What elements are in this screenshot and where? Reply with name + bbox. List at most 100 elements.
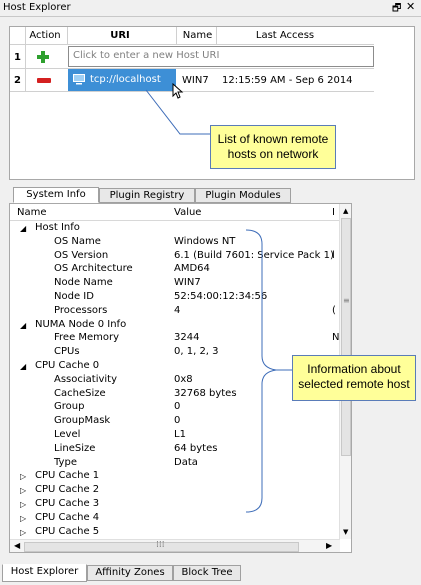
scroll-down-icon[interactable]: ▼ [343, 528, 349, 536]
tab-affinity-zones[interactable]: Affinity Zones [87, 565, 173, 581]
extra-column-cell: ( [332, 304, 336, 316]
tab-host-explorer[interactable]: Host Explorer [2, 564, 87, 582]
scroll-right-icon[interactable]: ▶ [326, 541, 333, 550]
tree-row-name: NUMA Node 0 Info [35, 318, 127, 330]
grid-divider [10, 91, 374, 92]
tree-row-value: 32768 bytes [174, 387, 237, 399]
uri-value: tcp://localhost [90, 74, 161, 85]
tree-row-name: OS Version [54, 249, 109, 261]
tree-header: Name Value I [10, 204, 340, 221]
grid-divider [25, 27, 26, 91]
collapse-icon[interactable]: ◢ [20, 224, 27, 233]
expand-icon[interactable]: ▷ [20, 527, 27, 537]
tree-row[interactable]: ▷ CPU Cache 2 [10, 484, 340, 498]
computer-icon [73, 74, 85, 85]
tab-plugin-registry[interactable]: Plugin Registry [99, 188, 195, 203]
column-header-uri[interactable]: URI [110, 30, 130, 41]
callout-brace [245, 229, 296, 513]
column-header-extra[interactable]: I [332, 207, 335, 218]
tree-row[interactable]: Processors 4 [10, 305, 340, 319]
expand-icon[interactable]: ▷ [20, 513, 27, 523]
callout-pointer-line [145, 89, 210, 135]
tree-row-value: 52:54:00:12:34:56 [174, 291, 268, 302]
tree-row-value: 0x8 [174, 373, 193, 385]
grip-icon: ⁞⁞⁞ [156, 540, 165, 550]
tree-row-name: Node ID [54, 291, 94, 302]
close-window-icon[interactable]: ✕ [406, 0, 416, 13]
grip-icon: ≡ [343, 296, 350, 305]
tree-row-name: CPU Cache 2 [35, 484, 100, 496]
tree-row-name: Type [54, 456, 77, 468]
tree-row[interactable]: ▷ CPU Cache 3 [10, 498, 340, 512]
remove-icon[interactable] [37, 78, 51, 83]
tree-row-name: Processors [54, 304, 108, 316]
scroll-thumb[interactable] [341, 218, 351, 456]
extra-column-cell: l [332, 249, 335, 261]
host-name-cell[interactable]: WIN7 [182, 75, 209, 86]
column-header-name[interactable]: Name [182, 30, 213, 41]
tree-row-name: CacheSize [54, 387, 106, 399]
tree-row-value: 0 [174, 401, 181, 413]
column-header-name[interactable]: Name [17, 207, 47, 218]
tree-row[interactable]: ◢Host Info [10, 222, 340, 236]
last-access-cell[interactable]: 12:15:59 AM - Sep 6 2014 [222, 75, 353, 86]
add-icon[interactable] [37, 51, 49, 63]
expand-icon[interactable]: ▷ [20, 500, 27, 509]
column-header-last-access[interactable]: Last Access [255, 30, 315, 41]
collapse-icon[interactable]: ◢ [20, 362, 27, 371]
tab-plugin-modules[interactable]: Plugin Modules [195, 188, 291, 203]
column-header-action[interactable]: Action [29, 30, 61, 41]
tree-row[interactable]: ▷CPU Cache 1 [10, 470, 340, 484]
scroll-up-icon[interactable]: ▲ [343, 207, 349, 215]
tree-row-value: 0 [174, 415, 181, 427]
scroll-thumb[interactable] [24, 542, 299, 552]
expand-icon[interactable]: ▷ [20, 486, 27, 496]
remote-host-info-callout: Information about selected remote host [292, 355, 416, 401]
known-hosts-callout: List of known remote hosts on network [210, 125, 336, 169]
tree-row[interactable]: ◢ NUMA Node 0 Info [10, 319, 340, 333]
tree-row-name: CPU Cache 3 [35, 498, 100, 509]
restore-window-icon[interactable]: 🗗 [392, 3, 402, 14]
row-number: 2 [14, 75, 21, 86]
new-host-uri-input[interactable]: Click to enter a new Host URI [68, 46, 374, 67]
tree-row-value: WIN7 [174, 277, 201, 289]
tree-row-name: Free Memory [54, 332, 120, 344]
callout-line: Information about [307, 362, 401, 376]
tree-row[interactable]: ◢ CPU Cache 0 [10, 360, 340, 374]
scroll-left-icon[interactable]: ◀ [14, 541, 21, 550]
uri-cell-selected[interactable]: tcp://localhost [68, 69, 176, 91]
tree-row-name: GroupMask [54, 415, 111, 427]
tree-row[interactable]: CacheSize 32768 bytes [10, 388, 340, 402]
tab-system-info[interactable]: System Info [13, 187, 99, 203]
horizontal-scrollbar[interactable]: ◀ ⁞⁞⁞ ▶ [10, 539, 340, 552]
callout-line: selected remote host [298, 377, 410, 391]
tree-row[interactable]: Node ID 52:54:00:12:34:56 [10, 291, 340, 305]
tree-row-name: Level [54, 429, 81, 440]
tree-row-name: OS Name [54, 235, 101, 247]
tree-row[interactable]: Level L1 [10, 429, 340, 443]
tree-row-name: CPU Cache 0 [35, 360, 100, 371]
callout-line: List of known remote [217, 132, 329, 146]
tree-row-value: 4 [174, 304, 181, 316]
tree-row-name: OS Architecture [54, 263, 133, 275]
collapse-icon[interactable]: ◢ [20, 320, 27, 330]
tree-row[interactable]: ▷ CPU Cache 5 [10, 526, 340, 540]
tree-row-value: L1 [174, 429, 186, 440]
tree-row-name: CPU Cache 5 [35, 525, 100, 537]
grid-divider [10, 44, 374, 45]
tab-block-tree[interactable]: Block Tree [173, 565, 241, 581]
expand-icon[interactable]: ▷ [20, 472, 27, 482]
tree-row[interactable]: GroupMask 0 [10, 415, 340, 429]
column-header-value[interactable]: Value [174, 207, 202, 218]
tree-row[interactable]: ▷CPU Cache 4 [10, 512, 340, 526]
